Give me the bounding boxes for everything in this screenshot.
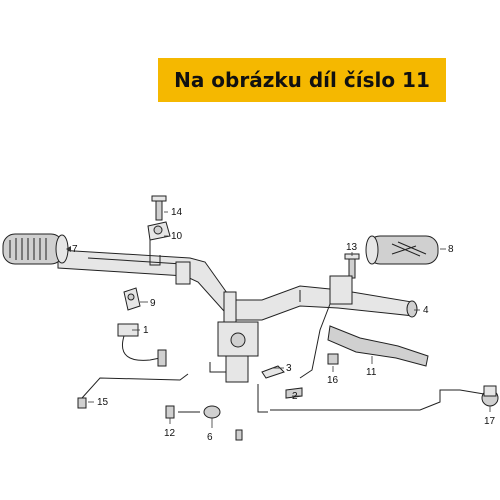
stem-clamp [209,291,259,383]
bar-bracket-left [175,261,191,285]
callout-10: 10 [164,231,183,242]
callout-label-16: 16 [327,375,339,386]
callout-11: 11 [366,356,377,378]
callout-8: 8 [440,244,454,255]
handlebar-tube [57,249,418,321]
banner-text: Na obrázku díl číslo 11 [174,68,430,92]
cap-part-17 [270,385,499,411]
callout-label-8: 8 [448,244,454,255]
callout-2: 2 [292,391,302,402]
adjuster-part-6 [178,405,221,419]
callout-9: 9 [140,298,156,309]
callout-label-1: 1 [143,325,149,336]
callout-15: 15 [88,397,109,408]
screw-part-14 [151,195,167,221]
callout-label-6: 6 [207,432,213,443]
left-grip-part-7 [2,233,69,265]
callout-label-3: 3 [286,363,292,374]
callout-label-11: 11 [366,367,377,378]
callout-12: 12 [164,418,176,439]
callout-label-12: 12 [164,428,176,439]
switch-part-1 [117,323,167,367]
callout-16: 16 [327,366,339,386]
small-screw [235,429,243,441]
callout-label-10: 10 [171,231,183,242]
cable-part-15 [77,373,189,409]
screw-part-13 [344,253,360,279]
callout-14: 14 [164,207,183,218]
callout-label-4: 4 [423,305,429,316]
callout-13: 13 [346,242,358,256]
callout-label-13: 13 [346,242,358,253]
callout-6: 6 [207,418,213,443]
highlight-banner: Na obrázku díl číslo 11 [158,58,446,102]
clamp-part-10 [147,221,171,241]
callout-label-2: 2 [292,391,298,402]
callout-7: 7 [66,244,78,255]
bolt-part-12 [165,405,175,419]
callout-17: 17 [484,406,496,427]
right-grip-part-8 [365,235,439,265]
callout-4: 4 [414,305,429,316]
brake-lever-part-11 [327,275,429,367]
callout-label-7: 7 [72,244,78,255]
callout-label-14: 14 [171,207,183,218]
callout-label-17: 17 [484,416,496,427]
bolt-part-16 [327,353,339,365]
callout-label-15: 15 [97,397,109,408]
callout-label-9: 9 [150,298,156,309]
lever-bracket-part-9 [123,287,141,311]
callout-3: 3 [272,363,292,374]
callout-1: 1 [132,325,149,336]
